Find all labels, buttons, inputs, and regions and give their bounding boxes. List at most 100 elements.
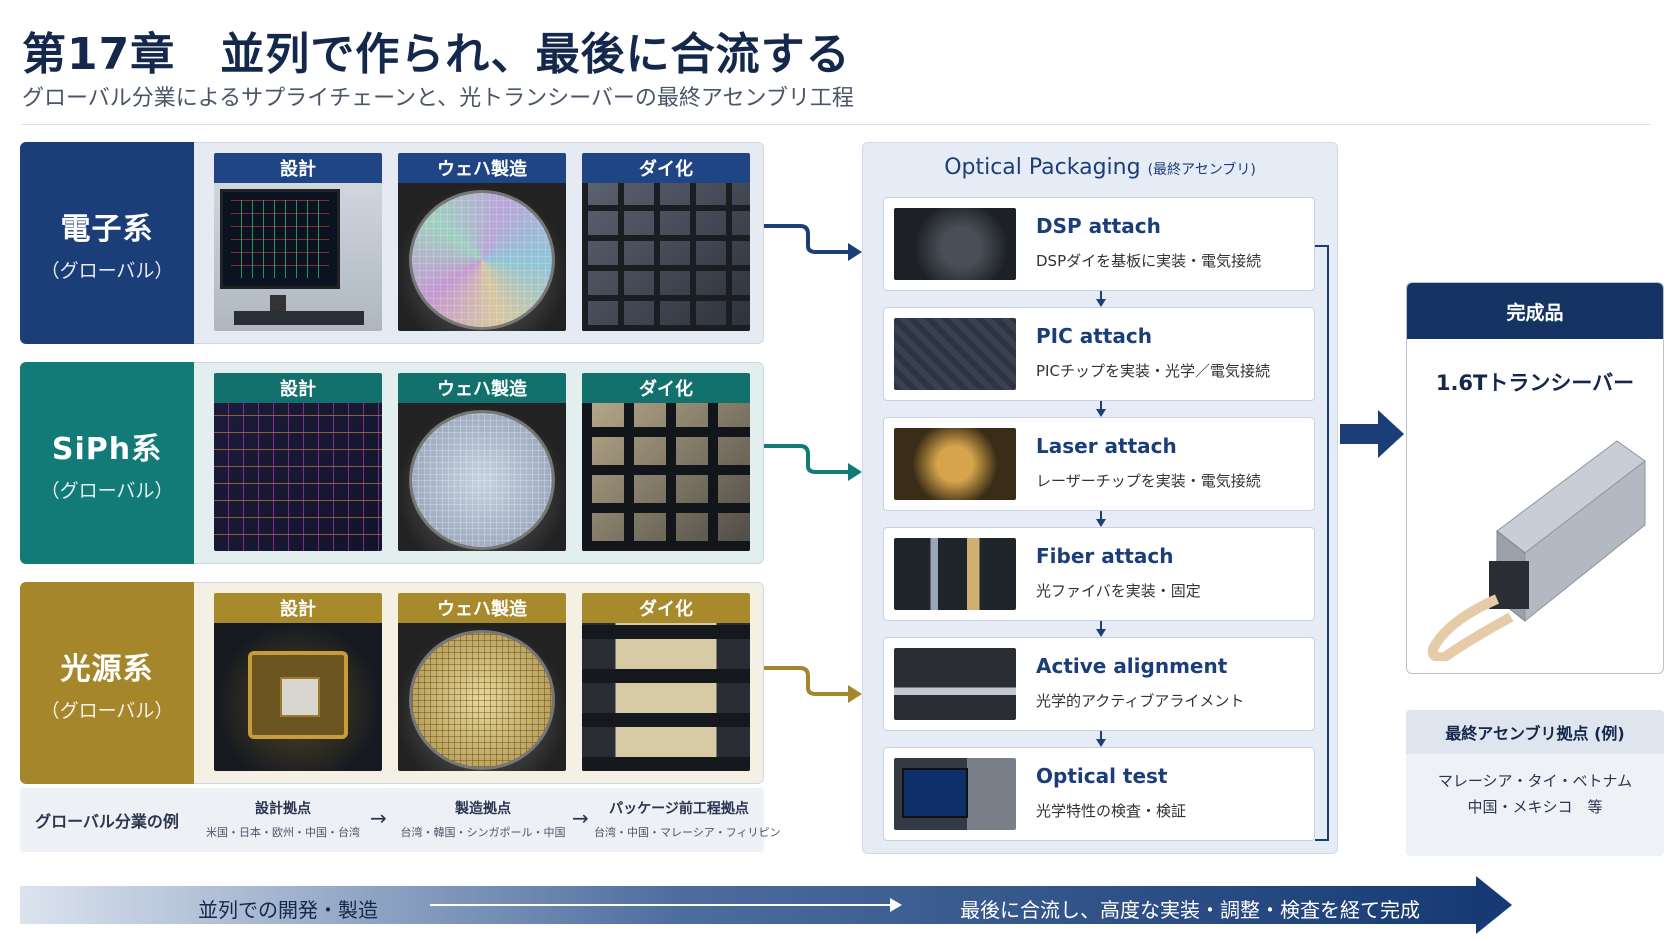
row-subtitle: （グローバル） [40, 699, 174, 722]
stage-dicing: ダイ化 [582, 593, 750, 771]
stage-label: ダイ化 [582, 153, 750, 183]
step-title: Fiber attach [1036, 544, 1174, 568]
banner-arrow-tip-icon [1476, 876, 1512, 934]
stage-label: ウェハ製造 [398, 593, 566, 623]
page-title: 第17章 並列で作られ、最後に合流する [22, 29, 851, 80]
title-divider [22, 124, 1650, 125]
stage-label: 設計 [214, 373, 382, 403]
banner-arrow-line [430, 898, 902, 912]
step-pic-attach: PIC attach PICチップを実装・光学／電気接続 [883, 307, 1315, 401]
step-active-alignment: Active alignment 光学的アクティブアライメント [883, 637, 1315, 731]
optical-packaging-panel: Optical Packaging (最終アセンブリ) DSP attach D… [862, 142, 1338, 854]
diced-chips-icon [582, 403, 750, 551]
step-laser-attach: Laser attach レーザーチップを実装・電気接続 [883, 417, 1315, 511]
step-description: DSPダイを基板に実装・電気接続 [1036, 252, 1262, 270]
stage-panel: 設計 ウェハ製造 ダイ化 [194, 362, 764, 564]
stage-label: 設計 [214, 153, 382, 183]
site-manufacturing: 製造拠点 台湾・韓国・シンガポール・中国 [398, 798, 568, 840]
step-description: 光ファイバを実装・固定 [1036, 582, 1201, 600]
stage-design: 設計 [214, 593, 382, 771]
step-optical-test: Optical test 光学特性の検査・検証 [883, 747, 1315, 841]
diced-chips-icon [582, 623, 750, 771]
sites-line: マレーシア・タイ・ベトナム [1437, 772, 1633, 790]
stage-wafer: ウェハ製造 [398, 373, 566, 551]
pic-attach-icon [894, 318, 1016, 390]
site-title: 設計拠点 [255, 801, 311, 817]
silicon-wafer-icon [398, 403, 566, 551]
packaging-title-note: (最終アセンブリ) [1147, 162, 1256, 178]
step-fiber-attach: Fiber attach 光ファイバを実装・固定 [883, 527, 1315, 621]
stage-panel: 設計 ウェハ製造 ダイ化 [194, 142, 764, 344]
step-title: Optical test [1036, 764, 1168, 788]
final-assembly-sites: 最終アセンブリ拠点 (例) マレーシア・タイ・ベトナム 中国・メキシコ 等 [1406, 710, 1664, 856]
connector-arrow-electronics [764, 224, 862, 261]
step-title: DSP attach [1036, 214, 1161, 238]
connector-arrow-light-source [764, 666, 862, 703]
sites-line: 中国・メキシコ 等 [1467, 798, 1603, 816]
step-description: 光学的アクティブアライメント [1036, 692, 1245, 710]
row-siph: SiPh系 （グローバル） 設計 ウェハ製造 ダイ化 [20, 362, 764, 564]
arrow-down-icon [1096, 731, 1106, 747]
active-alignment-icon [894, 648, 1016, 720]
step-description: PICチップを実装・光学／電気接続 [1036, 362, 1270, 380]
stage-dicing: ダイ化 [582, 373, 750, 551]
step-description: 光学特性の検査・検証 [1036, 802, 1187, 820]
oscilloscope-icon [894, 758, 1016, 830]
finished-product-card: 完成品 1.6Tトランシーバー [1406, 282, 1664, 674]
stage-label: 設計 [214, 593, 382, 623]
row-title: 光源系 [60, 651, 154, 687]
row-label: SiPh系 （グローバル） [20, 362, 194, 564]
arrow-down-icon [1096, 291, 1106, 307]
arrow-down-icon [1096, 621, 1106, 637]
stage-wafer: ウェハ製造 [398, 593, 566, 771]
stage-label: ダイ化 [582, 593, 750, 623]
flow-bracket [1315, 245, 1329, 841]
transceiver-module-icon [1427, 440, 1646, 661]
silicon-wafer-icon [398, 623, 566, 771]
banner-right-text: 最後に合流し、高度な実装・調整・検査を経て完成 [960, 898, 1420, 922]
row-label: 電子系 （グローバル） [20, 142, 194, 344]
photonic-circuit-layout-icon [214, 403, 382, 551]
stage-design: 設計 [214, 373, 382, 551]
stage-label: ウェハ製造 [398, 373, 566, 403]
arrow-right-icon: → [370, 806, 387, 830]
row-subtitle: （グローバル） [40, 479, 174, 502]
laser-package-icon [214, 623, 382, 771]
arrow-down-icon [1096, 511, 1106, 527]
laser-attach-icon [894, 428, 1016, 500]
site-packaging: パッケージ前工程拠点 台湾・中国・マレーシア・フィリピン [594, 798, 781, 840]
step-title: Active alignment [1036, 654, 1228, 678]
row-title: 電子系 [60, 211, 154, 247]
stage-label: ウェハ製造 [398, 153, 566, 183]
page-subtitle: グローバル分業によるサプライチェーンと、光トランシーバーの最終アセンブリ工程 [22, 86, 854, 111]
row-label: 光源系 （グローバル） [20, 582, 194, 784]
sites-list: マレーシア・タイ・ベトナム 中国・メキシコ 等 [1406, 768, 1664, 820]
site-places: 台湾・中国・マレーシア・フィリピン [594, 826, 781, 839]
packaging-title: Optical Packaging (最終アセンブリ) [863, 155, 1337, 180]
sites-header: 最終アセンブリ拠点 (例) [1406, 710, 1664, 754]
dsp-attach-icon [894, 208, 1016, 280]
row-electronics: 電子系 （グローバル） 設計 ウェハ製造 ダイ化 [20, 142, 764, 344]
stage-dicing: ダイ化 [582, 153, 750, 331]
process-banner: 並列での開発・製造 最後に合流し、高度な実装・調整・検査を経て完成 [20, 876, 1512, 934]
silicon-wafer-icon [398, 183, 566, 331]
stage-design: 設計 [214, 153, 382, 331]
stage-label: ダイ化 [582, 373, 750, 403]
packaging-title-text: Optical Packaging [944, 155, 1141, 180]
stage-panel: 設計 ウェハ製造 ダイ化 [194, 582, 764, 784]
pcb-design-monitor-icon [214, 183, 382, 331]
step-title: PIC attach [1036, 324, 1152, 348]
site-places: 台湾・韓国・シンガポール・中国 [400, 826, 566, 839]
product-header: 完成品 [1407, 283, 1663, 339]
fiber-attach-icon [894, 538, 1016, 610]
step-dsp-attach: DSP attach DSPダイを基板に実装・電気接続 [883, 197, 1315, 291]
row-subtitle: （グローバル） [40, 259, 174, 282]
step-description: レーザーチップを実装・電気接続 [1036, 472, 1261, 490]
arrow-down-icon [1096, 401, 1106, 417]
row-light-source: 光源系 （グローバル） 設計 ウェハ製造 ダイ化 [20, 582, 764, 784]
connector-arrow-siph [764, 444, 862, 481]
product-name: 1.6Tトランシーバー [1435, 371, 1635, 395]
site-title: 製造拠点 [455, 801, 511, 817]
strip-label: グローバル分業の例 [35, 812, 179, 831]
arrow-right-icon: → [572, 806, 589, 830]
